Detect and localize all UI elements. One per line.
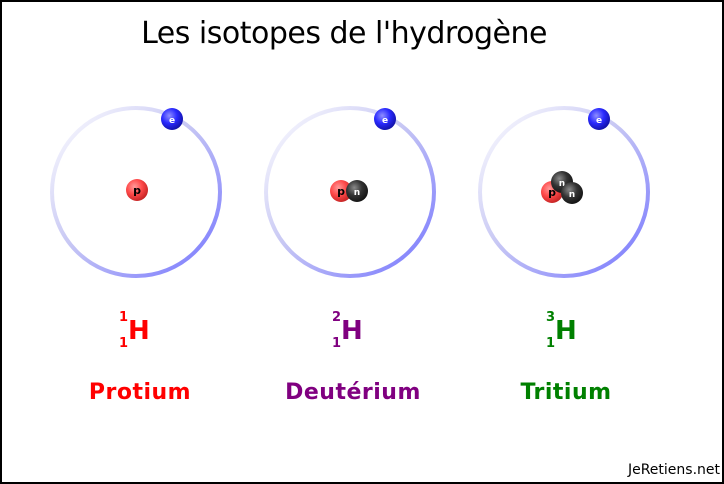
atom-tritium: p n n e [478,106,650,278]
neutron-label: n [559,179,565,189]
isotope-name-protium: Protium [88,380,192,405]
diagram-title: Les isotopes de l'hydrogène [141,16,547,51]
orbit-ring [264,106,436,278]
isotope-symbol-deuterium: 2 1 H [332,310,392,354]
atomic-number: 1 [332,336,342,351]
neutron-label: n [569,190,575,200]
isotope-symbol-tritium: 3 1 H [546,310,606,354]
electron-label: e [596,116,602,126]
proton-label: p [133,184,141,197]
mass-number: 1 [119,310,129,325]
isotope-name-tritium: Tritium [520,380,612,405]
isotope-symbol-protium: 1 1 H [119,310,179,354]
atomic-number: 1 [119,336,129,351]
electron: e [588,108,610,130]
element-symbol: H [341,316,363,346]
site-credit: JeRetiens.net [627,462,720,478]
neutron: n [561,182,583,204]
orbit-ring [478,106,650,278]
electron-label: e [382,116,388,126]
element-symbol: H [128,316,150,346]
proton: p [330,180,352,202]
isotope-name-deuterium: Deutérium [285,380,421,405]
neutron-label: n [354,188,360,198]
element-symbol: H [555,316,577,346]
proton-label: p [337,185,345,198]
electron-label: e [169,116,175,126]
electron: e [161,108,183,130]
proton: p [126,179,148,201]
atom-protium: p e [50,106,222,278]
mass-number: 2 [332,310,342,325]
electron: e [374,108,396,130]
neutron: n [346,180,368,202]
proton-label: p [548,186,556,199]
atomic-number: 1 [546,336,556,351]
orbit-ring [50,106,222,278]
mass-number: 3 [546,310,556,325]
atom-deuterium: p n e [264,106,436,278]
